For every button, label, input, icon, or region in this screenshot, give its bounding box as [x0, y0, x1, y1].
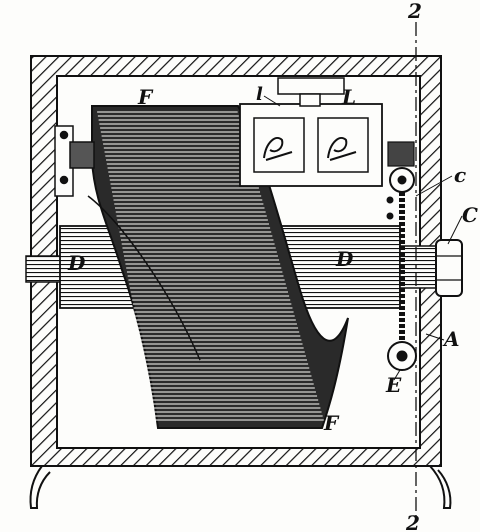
label-section-bottom: 2 [405, 511, 420, 532]
label-F-top: F [137, 85, 154, 109]
label-F-bottom: F [323, 411, 340, 435]
support-legs [29, 465, 452, 509]
label-D-right: D [335, 247, 354, 271]
label-section-top: 2 [407, 0, 422, 23]
label-l: l [256, 84, 263, 105]
hinge-bracket [54, 125, 95, 197]
helical-blade-F [87, 105, 349, 429]
knife-box-L [239, 77, 383, 187]
label-E: E [385, 373, 402, 397]
label-A: A [442, 327, 460, 351]
chain-drive-E [386, 141, 417, 371]
leader-lines [263, 95, 463, 381]
label-C: C [462, 203, 478, 227]
label-L: L [341, 85, 356, 109]
label-c: c [454, 163, 466, 187]
label-D-left: D [67, 251, 86, 275]
end-nut-C [435, 239, 463, 297]
